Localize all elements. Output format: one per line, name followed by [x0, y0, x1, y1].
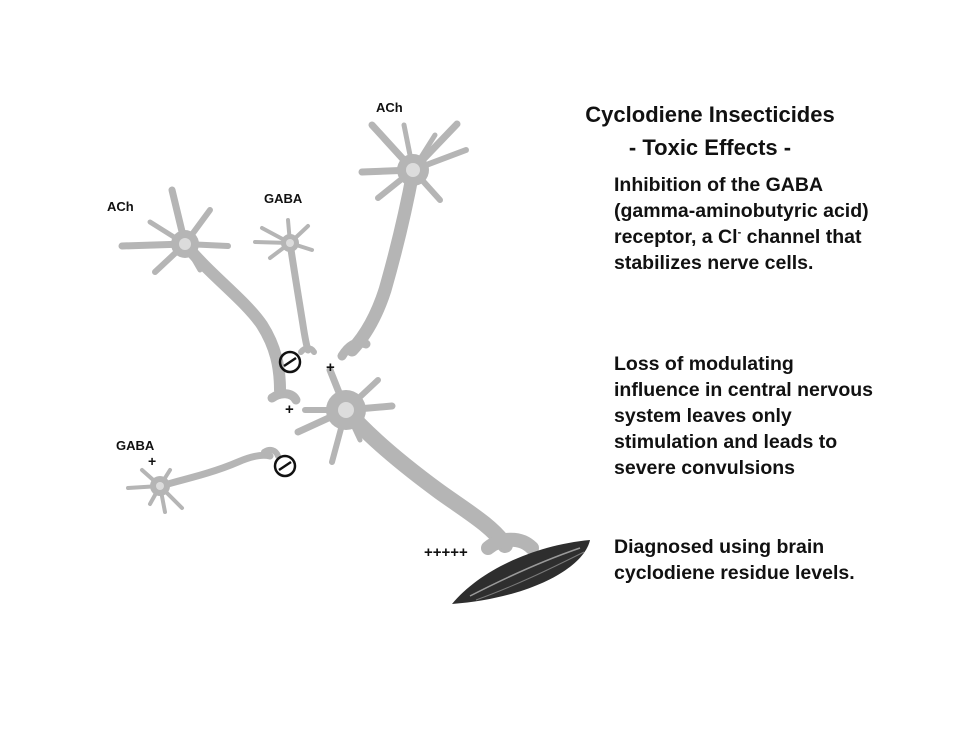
p1-superscript: -: [737, 226, 742, 239]
paragraph-gaba-inhibition: Inhibition of the GABA (gamma-aminobutyr…: [614, 172, 876, 276]
p1-text-end: channel that stabilizes nerve cells.: [614, 226, 862, 274]
label-gaba-bottom: GABA: [116, 438, 155, 453]
label-plus-mid-right: +: [326, 359, 335, 376]
p1-text: Inhibition of the GABA (gamma-aminobutyr…: [614, 174, 869, 248]
label-ach-left: ACh: [107, 199, 134, 214]
label-gaba-bottom-plus: +: [148, 453, 156, 469]
title-line-2: - Toxic Effects -: [628, 135, 792, 160]
gaba-neuron-top: [253, 218, 317, 355]
central-motor-neuron: [294, 366, 539, 555]
paragraph-convulsions: Loss of modulating influence in central …: [614, 353, 873, 479]
inhibition-icon: [278, 350, 302, 374]
title-line-1: Cyclodiene Insecticides: [585, 102, 835, 127]
label-muscle-plus: +++++: [424, 544, 468, 561]
slide-title: Cyclodiene Insecticides - Toxic Effects …: [540, 98, 880, 164]
inhibition-icon: [273, 454, 297, 478]
paragraph-diagnosis: Diagnosed using brain cyclodiene residue…: [614, 536, 855, 584]
ach-neuron-top: [337, 120, 469, 361]
label-gaba-top: GABA: [264, 191, 303, 206]
label-ach-top: ACh: [376, 100, 403, 115]
muscle-fiber: [452, 540, 590, 604]
label-plus-mid-left: +: [285, 401, 294, 418]
gaba-neuron-bottom: [126, 446, 281, 514]
ach-neuron-left: [118, 186, 301, 405]
